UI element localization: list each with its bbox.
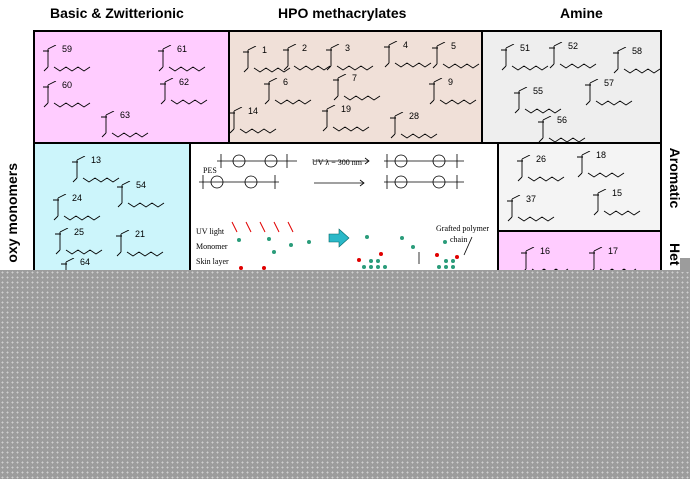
compound-number: 25 bbox=[74, 227, 85, 237]
structure-basic-60 bbox=[43, 81, 91, 108]
compound-number: 60 bbox=[62, 80, 73, 90]
compound-number: 13 bbox=[91, 155, 102, 165]
structure-hydroxy-21 bbox=[116, 230, 164, 257]
structure-basic-62 bbox=[160, 78, 208, 105]
structure-aromatic-15 bbox=[593, 189, 641, 216]
structure-hpo-7 bbox=[333, 74, 381, 101]
structure-amine-55 bbox=[514, 87, 562, 114]
structure-hpo-3 bbox=[326, 44, 374, 71]
grafted-chain-label: chain bbox=[450, 235, 468, 244]
compound-number: 2 bbox=[302, 43, 308, 53]
compound-number: 1 bbox=[262, 45, 268, 55]
compound-number: 21 bbox=[135, 229, 146, 239]
structure-hpo-19 bbox=[322, 105, 370, 132]
compound-number: 24 bbox=[72, 193, 83, 203]
compound-number: 6 bbox=[283, 77, 289, 87]
structure-amine-58 bbox=[613, 47, 661, 74]
compound-number: 15 bbox=[612, 188, 623, 198]
structure-hpo-14 bbox=[229, 107, 277, 134]
structure-hpo-1 bbox=[243, 46, 291, 73]
structure-hydroxy-25 bbox=[55, 228, 103, 255]
structure-amine-52 bbox=[549, 42, 597, 69]
monomer-label: Monomer bbox=[196, 242, 228, 251]
compound-number: 62 bbox=[179, 77, 190, 87]
compound-number: 37 bbox=[526, 194, 537, 204]
structure-aromatic-26 bbox=[517, 155, 565, 182]
compound-number: 63 bbox=[120, 110, 131, 120]
compound-number: 55 bbox=[533, 86, 544, 96]
compound-number: 59 bbox=[62, 44, 73, 54]
compound-number: 56 bbox=[557, 115, 568, 125]
compound-number: 61 bbox=[177, 44, 188, 54]
compound-number: 19 bbox=[341, 104, 352, 114]
panel-hpo-methacrylates bbox=[228, 30, 483, 144]
header-hpo-methacrylates: HPO methacrylates bbox=[278, 5, 407, 21]
structure-hydroxy-54 bbox=[117, 181, 165, 208]
structure-basic-59 bbox=[43, 45, 91, 72]
compound-number: 57 bbox=[604, 78, 615, 88]
skin-layer-label: Skin layer bbox=[196, 257, 229, 266]
compound-number: 28 bbox=[409, 111, 420, 121]
panel-grafting-scheme bbox=[189, 142, 499, 282]
grafted-polymer-label: Grafted polymer bbox=[436, 224, 490, 233]
compound-number: 3 bbox=[345, 43, 351, 53]
uv-light-label: UV light bbox=[196, 227, 225, 236]
compound-number: 5 bbox=[451, 41, 457, 51]
compound-number: 54 bbox=[136, 180, 147, 190]
occluded-region-notch bbox=[680, 258, 690, 272]
structure-hpo-6 bbox=[264, 78, 312, 105]
structure-hpo-2 bbox=[283, 44, 331, 71]
grafting-scheme-graphic bbox=[199, 154, 473, 270]
structure-amine-51 bbox=[501, 44, 549, 71]
compound-number: 9 bbox=[448, 77, 454, 87]
structure-amine-57 bbox=[585, 79, 633, 106]
header-aromatic: Aromatic bbox=[667, 147, 683, 209]
structure-hydroxy-13 bbox=[72, 156, 120, 183]
compound-number: 16 bbox=[540, 246, 551, 256]
occluded-region bbox=[0, 270, 690, 479]
compound-number: 14 bbox=[248, 106, 259, 116]
structure-amine-56 bbox=[538, 116, 586, 143]
compound-number: 58 bbox=[632, 46, 643, 56]
panel-basic-zwitterionic bbox=[33, 30, 230, 144]
structure-hpo-28 bbox=[390, 112, 438, 139]
compound-number: 52 bbox=[568, 41, 579, 51]
compound-number: 18 bbox=[596, 150, 607, 160]
compound-number: 26 bbox=[536, 154, 547, 164]
structure-hpo-4 bbox=[384, 41, 432, 68]
pes-label: PES bbox=[203, 166, 217, 175]
uv-condition-label: UV λ = 300 nm bbox=[312, 158, 363, 167]
compound-number: 17 bbox=[608, 246, 619, 256]
structure-basic-63 bbox=[101, 111, 149, 138]
structure-hydroxy-24 bbox=[53, 194, 101, 221]
compound-number: 7 bbox=[352, 73, 358, 83]
header-amine: Amine bbox=[560, 5, 603, 21]
header-basic-zwitterionic: Basic & Zwitterionic bbox=[50, 5, 184, 21]
structure-aromatic-18 bbox=[577, 151, 625, 178]
structure-hpo-9 bbox=[429, 78, 477, 105]
compound-number: 64 bbox=[80, 257, 91, 267]
structure-basic-61 bbox=[158, 45, 206, 72]
compound-number: 51 bbox=[520, 43, 531, 53]
structure-aromatic-37 bbox=[507, 195, 555, 222]
structure-hpo-5 bbox=[432, 42, 480, 69]
compound-number: 4 bbox=[403, 40, 409, 50]
header-hydroxy-monomers: oxy monomers bbox=[4, 163, 20, 263]
